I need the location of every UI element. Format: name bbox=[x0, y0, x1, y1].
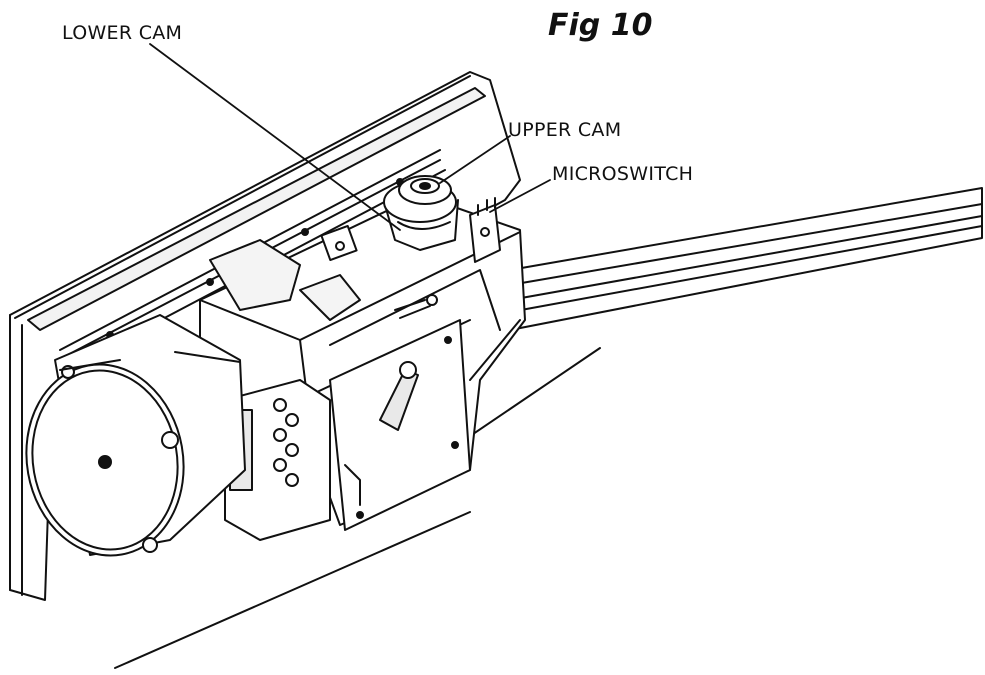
drive-rod bbox=[509, 187, 983, 331]
motor bbox=[25, 314, 246, 557]
microswitch bbox=[469, 197, 501, 263]
leader-lower-cam bbox=[149, 43, 401, 231]
callout-lower-cam: LOWER CAM bbox=[62, 22, 183, 44]
cam-assembly bbox=[383, 175, 459, 251]
callout-upper-cam: UPPER CAM bbox=[508, 119, 622, 141]
front-plate bbox=[329, 319, 471, 531]
leader-microswitch bbox=[489, 179, 551, 213]
figure-title: Fig 10 bbox=[548, 8, 653, 43]
callout-microswitch: MICROSWITCH bbox=[552, 163, 694, 185]
leader-lines bbox=[149, 43, 551, 231]
leader-upper-cam bbox=[439, 135, 511, 184]
